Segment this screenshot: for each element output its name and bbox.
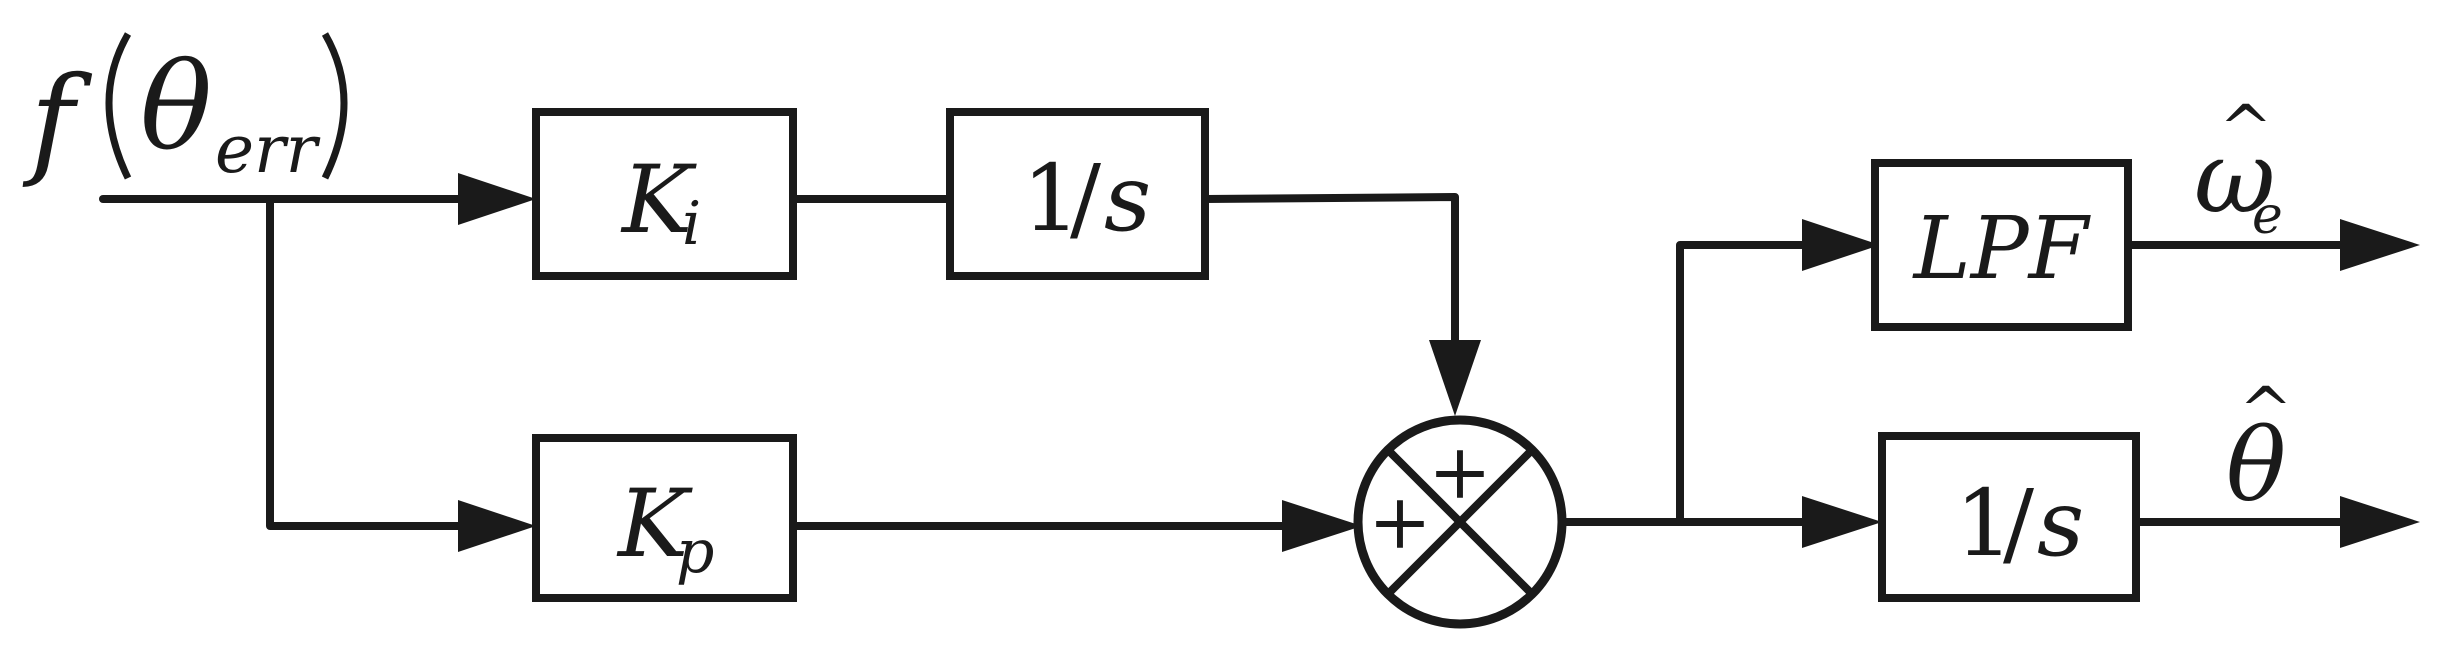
wire-branch-to-kp [266,195,464,530]
arrow-into-summer-top [1429,340,1481,416]
integrator-block-lower: 1 / s [1878,432,2140,602]
arrowheads [458,173,2420,552]
arrow-omega-output [2340,219,2420,271]
wire-integrator-to-summer [1201,193,1459,354]
kp-gain-subscript: p [676,517,714,587]
integrator-upper-frame [946,108,1209,280]
lpf-label: LPF [1912,199,2092,299]
kp-gain-symbol: K [616,470,693,579]
lpf-block-frame [1871,159,2132,331]
lpf-block: LPF [1871,159,2132,331]
arrow-into-kp [458,500,536,552]
arrow-into-lpf [1802,219,1880,271]
integrator-lower-numerator: 1 [1955,470,2014,577]
right-paren [321,32,348,180]
input-sub-err: err [215,111,321,188]
integrator-upper-slash: / [1070,145,1101,252]
signal-wires [99,193,2354,530]
theta-hat-accent: ^ [2239,374,2293,448]
theta-symbol: θ [2226,407,2286,524]
ki-block: K i [532,108,797,280]
summer-cross-b [1387,449,1533,595]
summer-sign-top: + [1428,427,1492,516]
integrator-lower-s: s [2037,470,2084,577]
theta-output-label: ^ θ [2226,374,2293,524]
arrow-into-summer-left [1282,500,1362,552]
input-signal-label: f θ err [22,32,348,191]
wire-summer-to-lpf [1676,241,1814,526]
ki-gain-subscript: i [682,189,701,259]
left-paren [105,32,132,180]
omega-hat-accent: ^ [2219,92,2273,166]
integrator-upper-numerator: 1 [1022,145,1081,252]
integrator-upper-s: s [1104,145,1151,252]
integrator-lower-slash: / [2003,470,2034,577]
integrator-lower-frame [1878,432,2140,602]
ki-block-frame [532,108,797,280]
input-func: f [22,52,93,191]
summing-junction: + + [1353,415,1567,629]
integrator-block-upper: 1 / s [946,108,1209,280]
arrow-into-ki [458,173,536,225]
ki-gain-symbol: K [620,146,697,255]
kp-block: K p [532,434,797,602]
omega-subscript-e: e [2252,186,2283,246]
summer-sign-left: + [1368,477,1432,566]
omega-output-label: ^ ω e [2194,92,2283,246]
omega-symbol: ω [2194,119,2276,236]
input-theta: θ [140,38,212,177]
arrow-into-theta-integrator [1802,496,1882,548]
kp-block-frame [532,434,797,602]
arrow-theta-output [2340,496,2420,548]
